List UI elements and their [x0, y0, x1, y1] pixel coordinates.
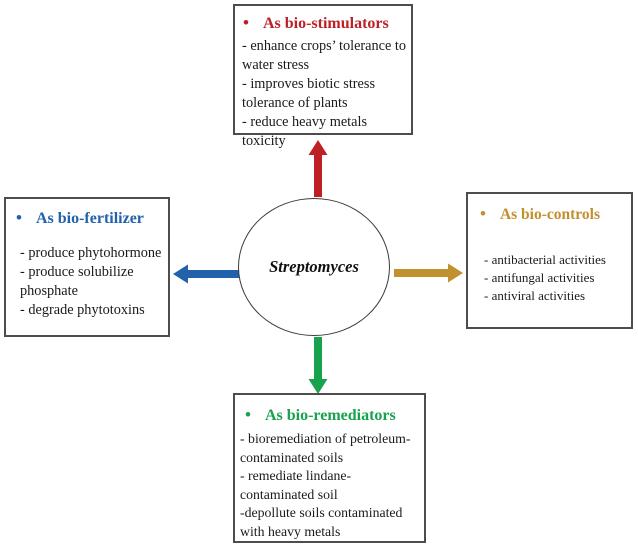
bullet-icon: • — [16, 208, 22, 227]
down-arrow — [308, 337, 328, 394]
box-title: As bio-fertilizer — [35, 210, 144, 227]
list-item: - antiviral activities — [484, 288, 586, 303]
box-bio-fertilizer: • As bio-fertilizer - produce phytohormo… — [4, 197, 170, 337]
box-body: - enhance crops’ tolerance to water stre… — [235, 34, 411, 151]
list-item: - antibacterial activities — [484, 252, 606, 267]
box-bio-fertilizer-heading: • As bio-fertilizer — [6, 199, 168, 229]
list-item: - bioremediation of petroleum-contaminat… — [240, 431, 411, 465]
box-bio-remediators-heading: • As bio-remediators — [235, 395, 424, 426]
list-item: - reduce heavy metals toxicity — [242, 114, 368, 149]
list-item: - remediate lindane-contaminated soil — [240, 468, 352, 502]
right-arrow — [394, 263, 463, 283]
box-title: As bio-remediators — [264, 407, 396, 424]
center-label: Streptomyces — [269, 257, 359, 276]
box-body: - produce phytohormone - produce solubil… — [6, 229, 168, 320]
list-item: - degrade phytotoxins — [20, 302, 145, 318]
box-bio-stimulators: • As bio-stimulators - enhance crops’ to… — [233, 4, 413, 149]
list-item: - produce phytohormone — [20, 245, 162, 261]
center-node: Streptomyces — [238, 198, 390, 336]
box-title: As bio-stimulators — [262, 15, 389, 32]
list-item: - antifungal activities — [484, 270, 595, 285]
box-bio-controls-heading: • As bio-controls — [468, 194, 631, 225]
box-body: - antibacterial activities - antifungal … — [468, 225, 631, 305]
box-title: As bio-controls — [499, 206, 600, 223]
bullet-icon: • — [243, 13, 249, 32]
box-bio-stimulators-heading: • As bio-stimulators — [235, 6, 411, 34]
list-item: - enhance crops’ tolerance to water stre… — [242, 38, 407, 73]
bullet-icon: • — [480, 204, 486, 223]
left-arrow — [173, 264, 244, 284]
bullet-icon: • — [245, 405, 251, 424]
box-bio-remediators: • As bio-remediators - bioremediation of… — [233, 393, 426, 543]
list-item: -depollute soils contaminated with heavy… — [240, 505, 403, 539]
box-body: - bioremediation of petroleum-contaminat… — [235, 426, 424, 541]
list-item: - improves biotic stress tolerance of pl… — [242, 76, 376, 111]
list-item: - produce solubilize phosphate — [20, 264, 134, 299]
box-bio-controls: • As bio-controls - antibacterial activi… — [466, 192, 633, 329]
